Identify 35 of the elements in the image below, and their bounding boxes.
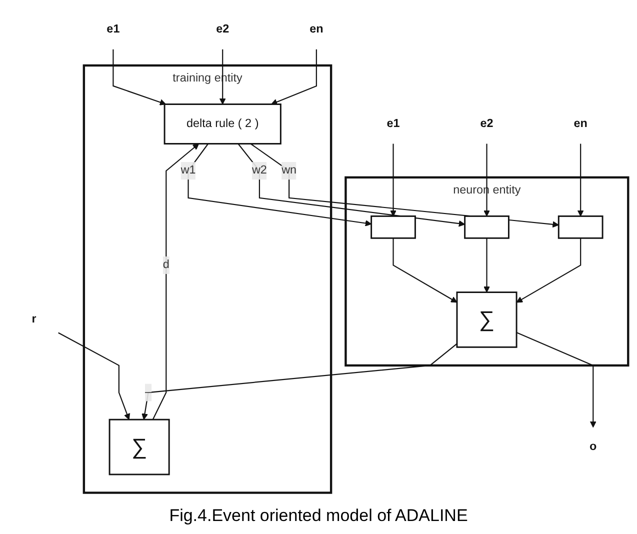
edge-label: w1 (180, 164, 196, 176)
node-text: en (309, 22, 323, 36)
node-text: e1 (106, 22, 120, 36)
arrow (483, 238, 490, 292)
node-box (557, 215, 603, 239)
arrow (390, 143, 396, 216)
node-box (370, 215, 416, 239)
arrow (237, 143, 465, 226)
arrow (392, 238, 457, 302)
arrow (58, 332, 130, 420)
figure-caption: Fig.4.Event oriented model of ADALINE (169, 505, 468, 527)
node-text: e2 (480, 117, 493, 130)
node-box: ∑ (456, 291, 517, 348)
node-text: o (589, 440, 596, 453)
node-text: e1 (386, 117, 400, 130)
arrow (576, 143, 584, 216)
arrow (516, 332, 596, 428)
arrow (483, 143, 490, 216)
arrow (141, 342, 457, 420)
node-box (464, 215, 509, 239)
edge-label: – (144, 386, 152, 398)
edge-label: wn (281, 164, 296, 176)
node-text: e2 (216, 22, 229, 36)
arrow (187, 143, 372, 226)
node-text: en (573, 117, 587, 130)
arrow (112, 49, 166, 106)
arrow (152, 143, 199, 420)
arrow (218, 49, 226, 104)
arrow (516, 238, 581, 302)
edge-label: w2 (251, 164, 266, 176)
edge-label: d (162, 258, 169, 271)
arrow (270, 49, 316, 105)
node-box: delta rule ( 2 ) (163, 103, 281, 144)
node-text: r (31, 312, 36, 326)
node-box: ∑ (108, 418, 170, 475)
